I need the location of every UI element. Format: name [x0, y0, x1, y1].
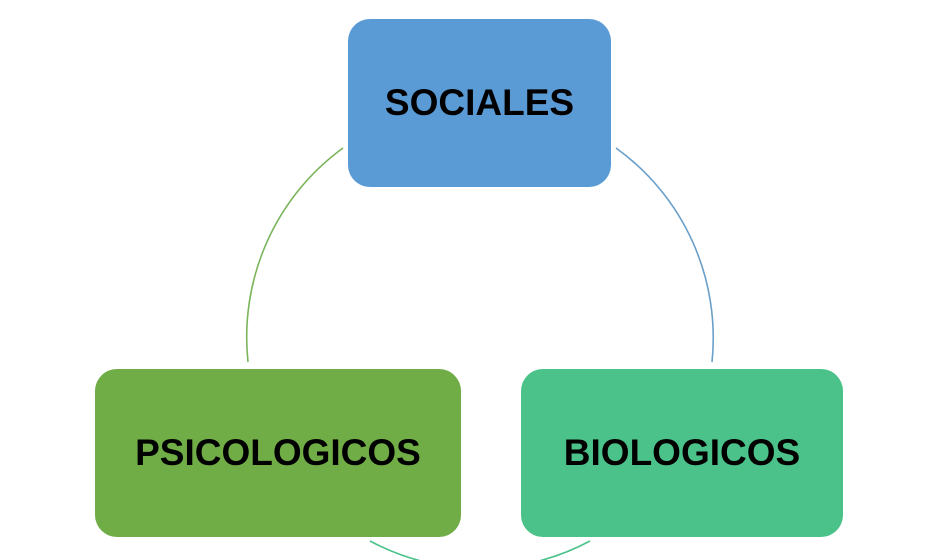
- node-sociales-label: SOCIALES: [384, 82, 575, 123]
- node-sociales: SOCIALES: [348, 19, 611, 187]
- node-psicologicos-label: PSICOLOGICOS: [135, 432, 421, 473]
- connector-biologicos-psicologicos: [369, 540, 591, 560]
- connector-sociales-biologicos: [615, 147, 715, 363]
- node-psicologicos: PSICOLOGICOS: [95, 369, 461, 537]
- connector-psicologicos-sociales: [245, 147, 344, 363]
- node-biologicos: BIOLOGICOS: [521, 369, 843, 537]
- node-biologicos-label: BIOLOGICOS: [563, 432, 801, 473]
